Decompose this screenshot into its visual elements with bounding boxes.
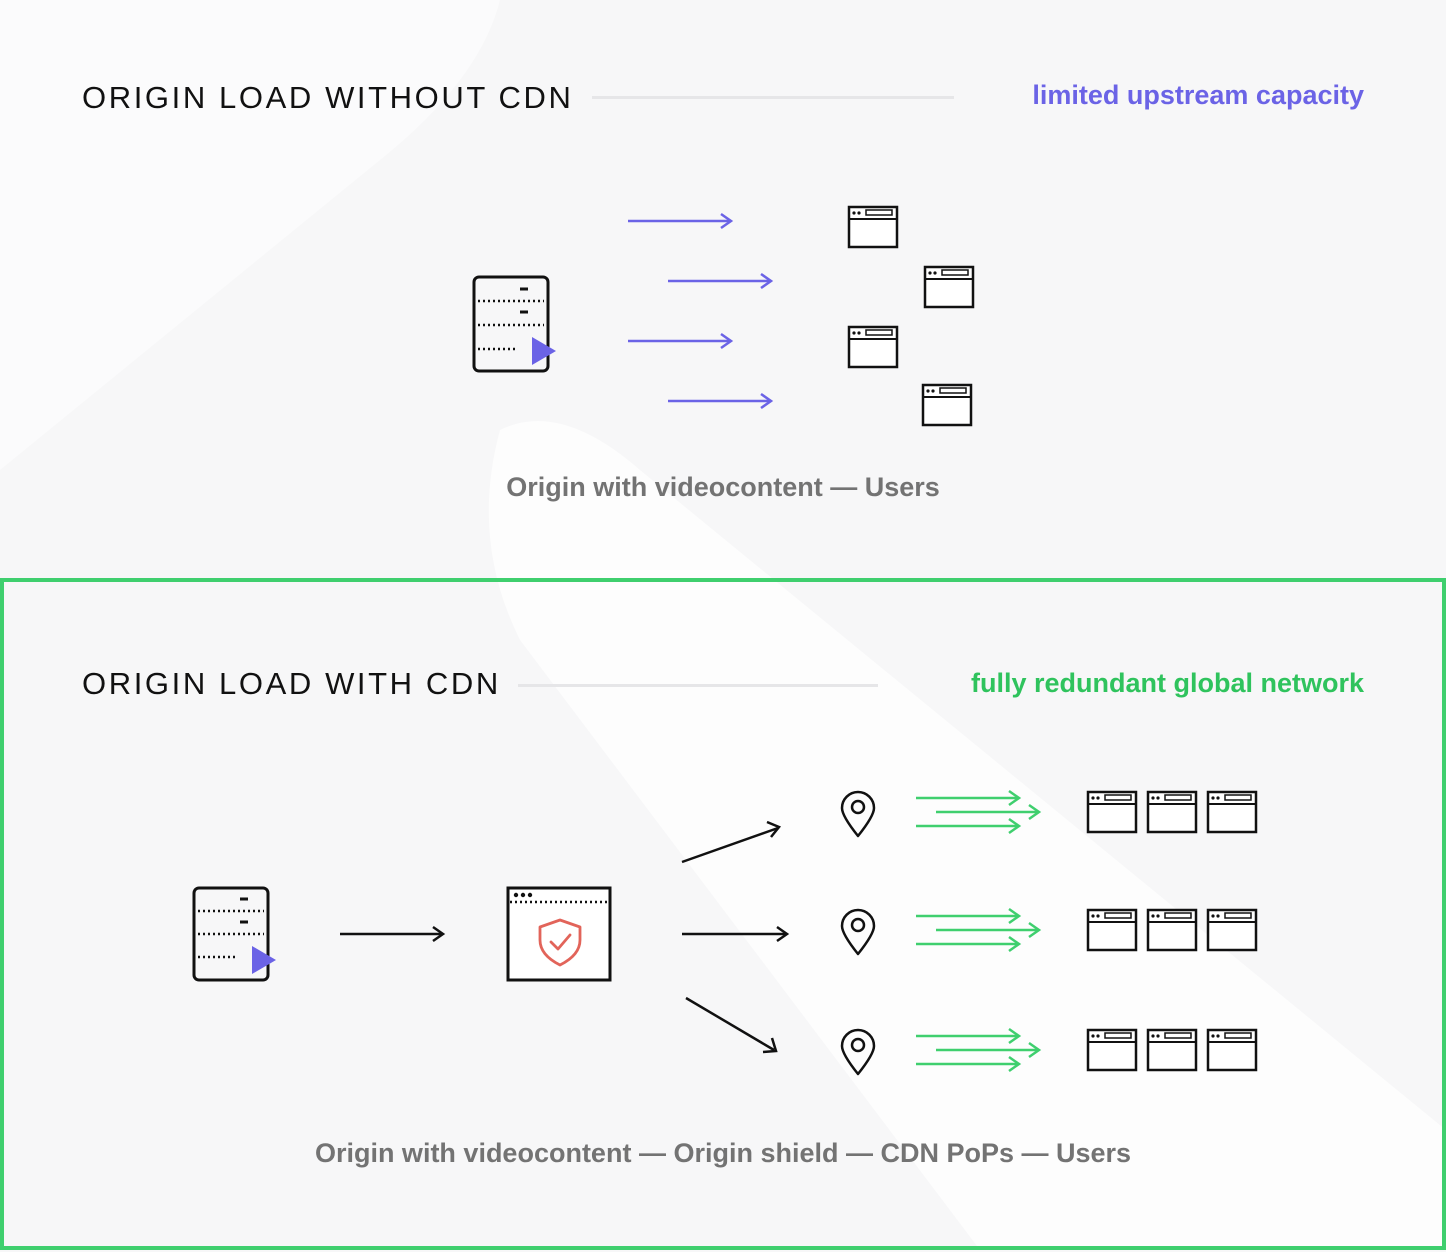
- browser-window-icon: [1146, 908, 1198, 952]
- arrow-icon: [681, 820, 790, 1054]
- diagram-with-cdn: [192, 789, 1258, 1076]
- server-video-icon: [472, 275, 556, 373]
- heading-with-cdn: ORIGIN LOAD WITH CDN: [82, 666, 501, 701]
- tagline-without-cdn: limited upstream capacity: [1032, 80, 1364, 110]
- browser-window-icon: [1206, 790, 1258, 834]
- heading-rule: [518, 684, 878, 687]
- caption-without-cdn: Origin with videocontent — Users: [506, 472, 940, 502]
- browser-window-icon: [1086, 908, 1138, 952]
- browser-window-icon: [847, 325, 899, 369]
- browser-window-icon: [1206, 1028, 1258, 1072]
- tagline-with-cdn: fully redundant global network: [970, 668, 1364, 698]
- browser-window-icon: [923, 265, 975, 309]
- caption-with-cdn: Origin with videocontent — Origin shield…: [314, 1138, 1132, 1168]
- browser-window-icon: [1206, 908, 1258, 952]
- browser-window-icon: [1146, 1028, 1198, 1072]
- pop-row-2: [840, 907, 1258, 956]
- diagram-without-cdn: [472, 205, 975, 427]
- heading-without-cdn: ORIGIN LOAD WITHOUT CDN: [82, 80, 574, 115]
- arrow-icon: [916, 789, 1042, 835]
- pop-row-3: [840, 1027, 1258, 1076]
- pop-row-1: [840, 789, 1258, 838]
- browser-window-icon: [847, 205, 899, 249]
- shield-check-icon: [538, 918, 582, 967]
- arrow-icon: [628, 212, 774, 410]
- arrow-icon: [340, 925, 446, 943]
- map-pin-icon: [840, 908, 876, 956]
- panel-with-cdn: ORIGIN LOAD WITH CDN fully redundant glo…: [0, 578, 1446, 1250]
- browser-window-icon: [1086, 790, 1138, 834]
- arrow-icon: [916, 907, 1042, 953]
- panel-without-cdn: ORIGIN LOAD WITHOUT CDN limited upstream…: [0, 0, 1446, 578]
- arrow-icon: [916, 1027, 1042, 1073]
- map-pin-icon: [840, 1028, 876, 1076]
- origin-shield: [506, 886, 612, 982]
- heading-rule: [592, 96, 954, 99]
- map-pin-icon: [840, 790, 876, 838]
- server-video-icon: [192, 886, 276, 982]
- browser-window-icon: [921, 383, 973, 427]
- browser-window-icon: [1086, 1028, 1138, 1072]
- browser-window-icon: [1146, 790, 1198, 834]
